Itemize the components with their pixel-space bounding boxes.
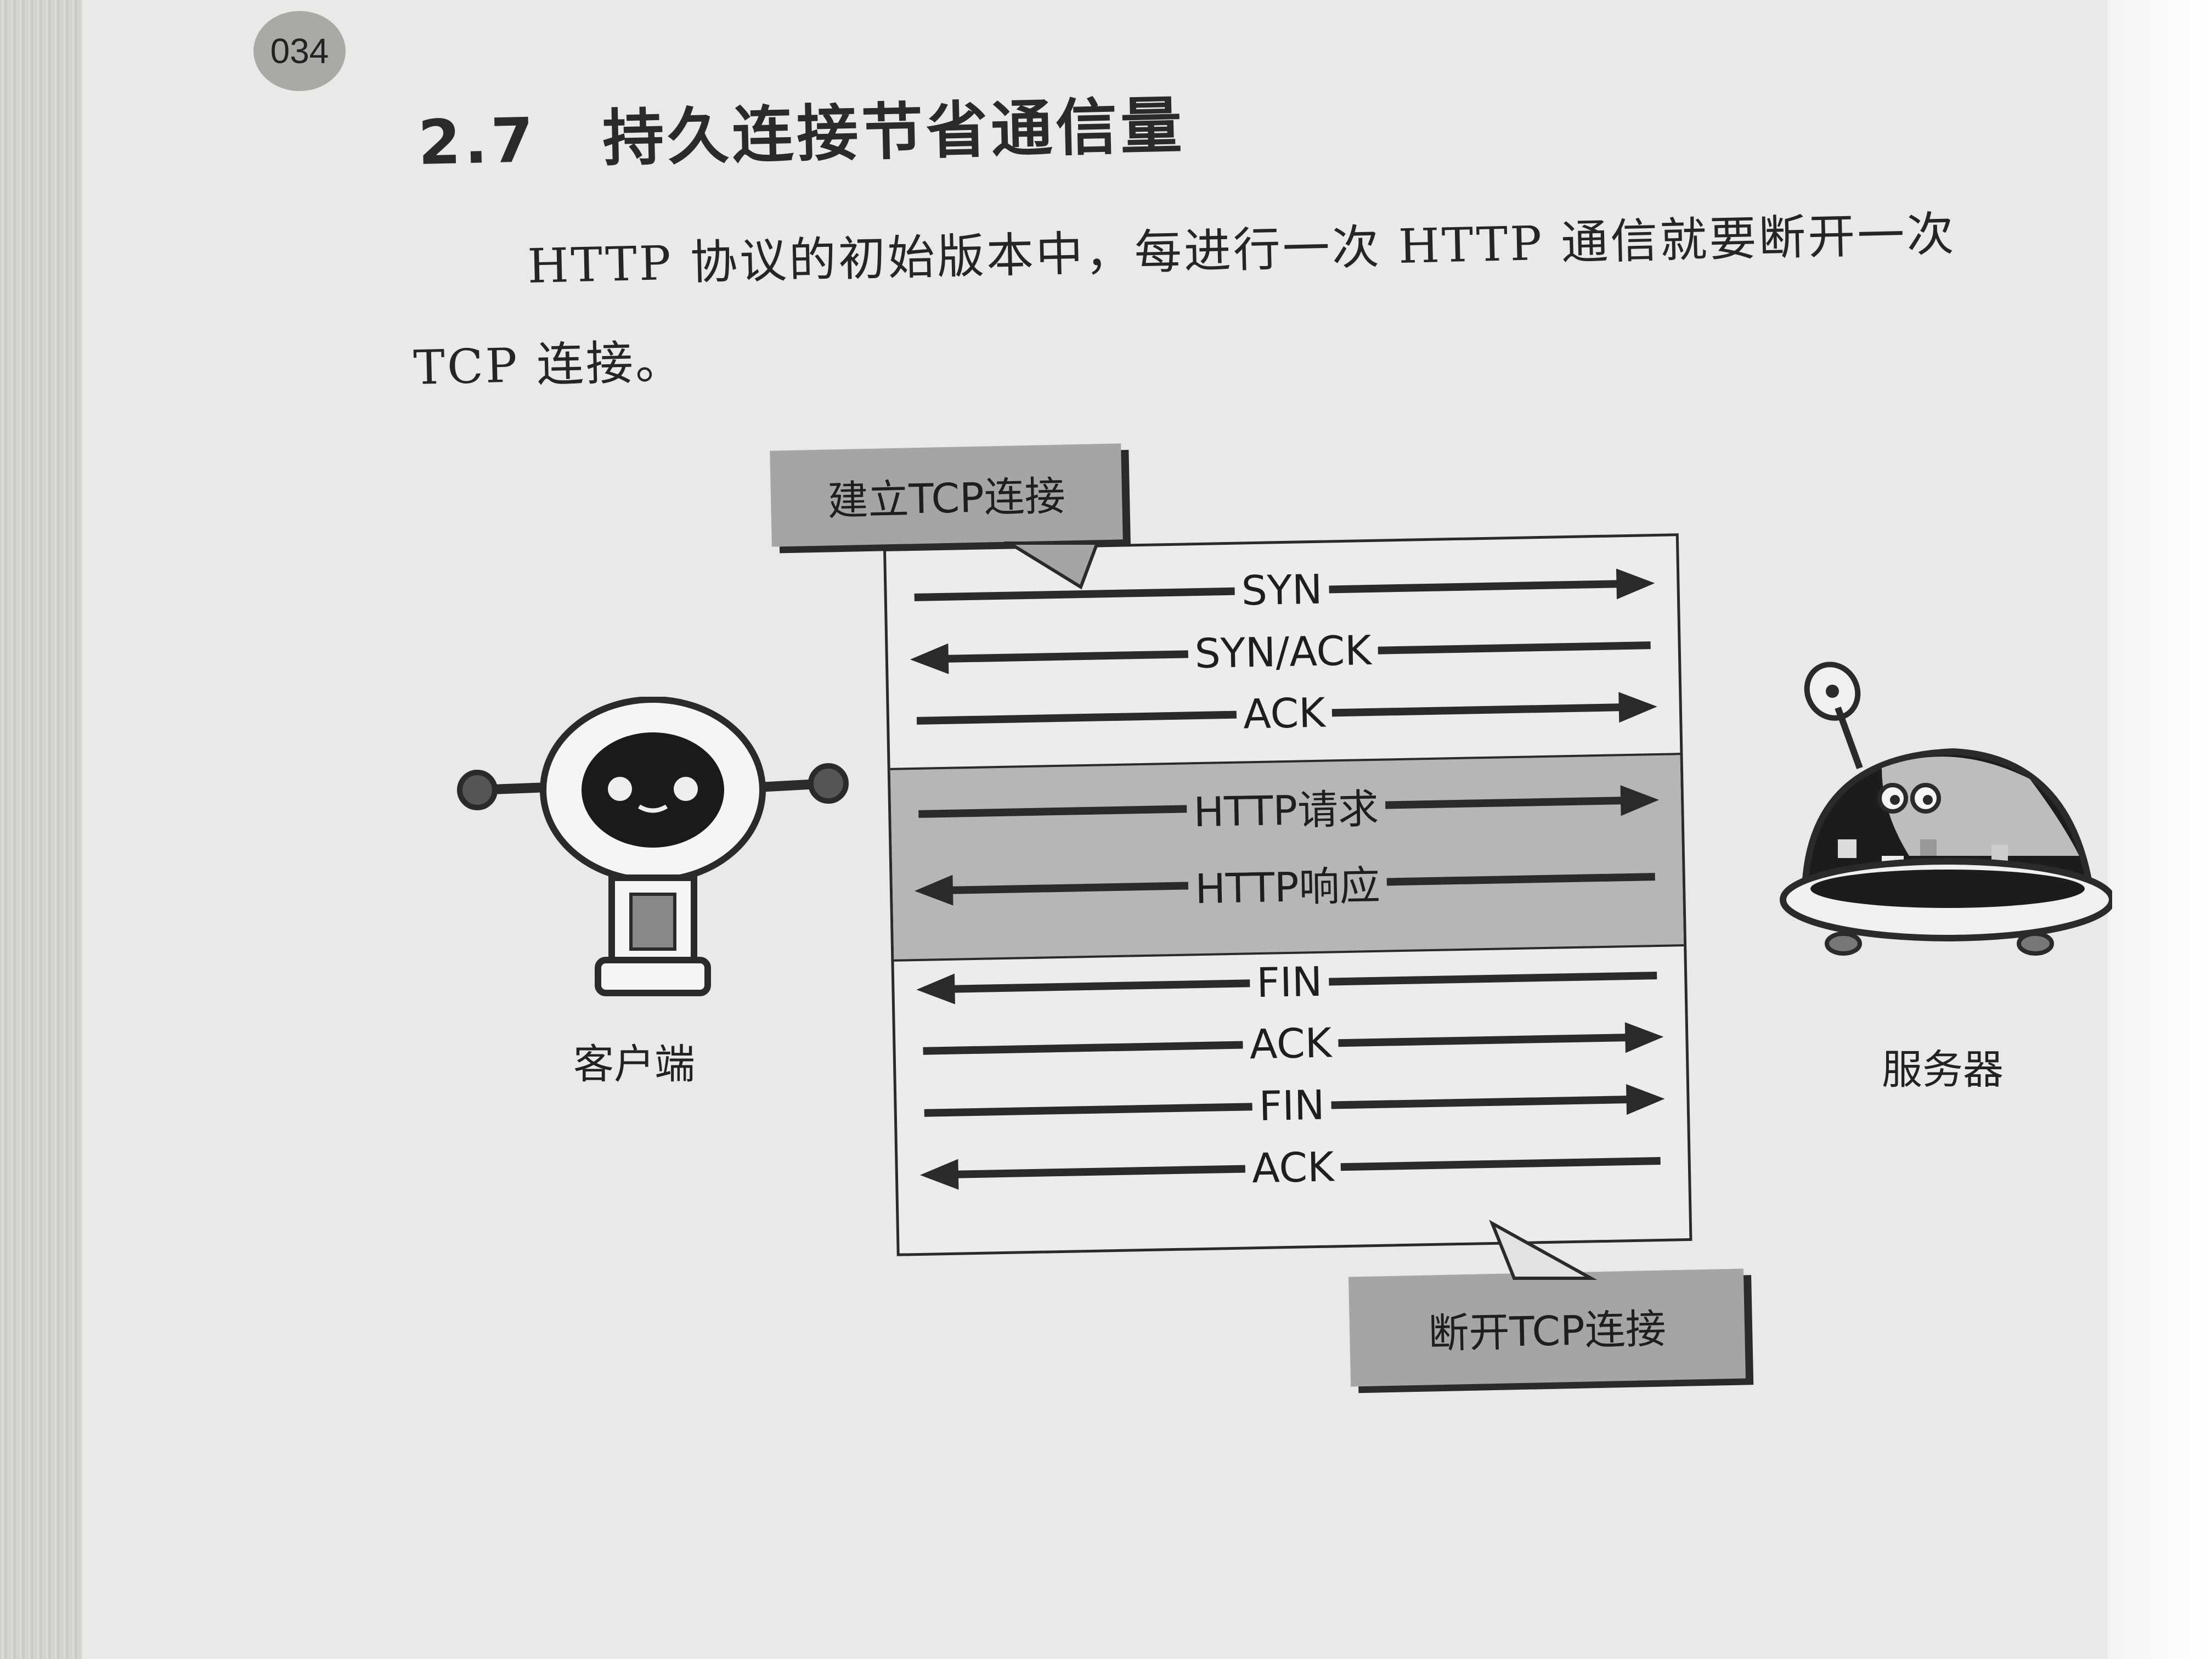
message-label: HTTP请求	[1186, 776, 1386, 838]
book-page-edges	[0, 0, 82, 1659]
close-tcp-label: 断开TCP连接	[1427, 1305, 1667, 1358]
message-row: HTTP响应	[909, 853, 1666, 915]
message-label: ACK	[1236, 689, 1333, 738]
page-number: 034	[253, 11, 346, 91]
paragraph-line-1: HTTP 协议的初始版本中，每进行一次 HTTP 通信就要断开一次	[527, 206, 1957, 294]
message-label: FIN	[1251, 1081, 1332, 1131]
message-label: ACK	[1245, 1143, 1341, 1193]
client-label: 客户端	[573, 1041, 695, 1088]
message-row: ACK	[914, 1139, 1672, 1197]
message-label: SYN/ACK	[1187, 627, 1379, 678]
section-number: 2.7	[417, 105, 538, 179]
message-label: SYN	[1234, 566, 1330, 615]
close-tcp-callout: 断开TCP连接	[1348, 1268, 1746, 1387]
section-heading: 2.7 持久连接节省通信量	[417, 76, 1186, 182]
establish-callout-pointer	[1004, 541, 1100, 590]
message-row: ACK	[912, 1015, 1669, 1073]
message-row: SYN	[903, 561, 1661, 619]
server-robot-illustration	[1780, 662, 2112, 956]
message-row: FIN	[911, 953, 1668, 1012]
message-label: HTTP响应	[1188, 853, 1387, 915]
section-title: 持久连接节省通信量	[601, 90, 1186, 175]
message-row: ACK	[905, 685, 1663, 743]
close-callout-pointer	[1489, 1220, 1598, 1280]
tcp-sequence-diagram: SYN SYN/ACK ACK HTTP请求 HTTP响应 FIN ACK FIN ACK	[883, 533, 1692, 1256]
message-label: ACK	[1242, 1019, 1339, 1069]
facing-page	[2108, 0, 2212, 1659]
establish-tcp-callout: 建立TCP连接	[770, 443, 1123, 547]
paragraph-line-2: TCP 连接。	[413, 334, 685, 396]
client-robot-illustration	[457, 697, 849, 996]
message-row: SYN/ACK	[904, 623, 1662, 681]
server-label: 服务器	[1882, 1046, 2004, 1093]
establish-tcp-label: 建立TCP连接	[827, 472, 1066, 525]
message-row: HTTP请求	[907, 776, 1665, 838]
message-label: FIN	[1249, 958, 1330, 1007]
message-row: FIN	[913, 1077, 1671, 1135]
